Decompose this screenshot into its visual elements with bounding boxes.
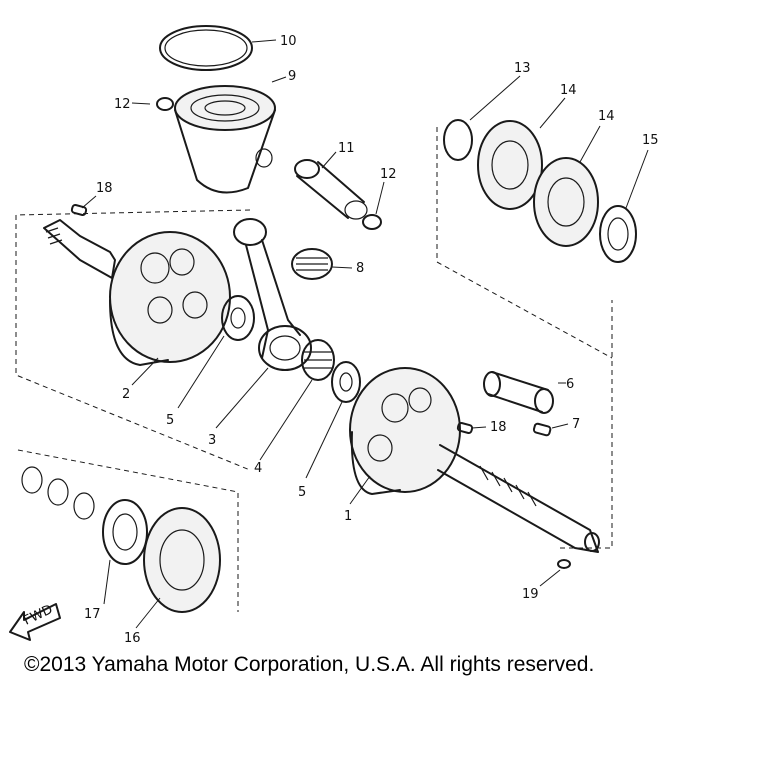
callout-9: 9 xyxy=(288,69,296,84)
thrust-washer-drawings xyxy=(221,295,361,403)
callout-16: 16 xyxy=(124,631,141,646)
callout-2: 2 xyxy=(122,387,130,402)
piston-pin-drawing xyxy=(294,159,368,220)
callout-5-right: 5 xyxy=(298,485,306,500)
right-crank-drawing xyxy=(349,367,600,553)
callout-17: 17 xyxy=(84,607,101,622)
callout-5-left: 5 xyxy=(166,413,174,428)
upper-bearing-drawings xyxy=(477,120,599,247)
piston-drawing xyxy=(174,85,276,194)
leader-lines xyxy=(81,39,649,629)
callout-18-left: 18 xyxy=(96,181,113,196)
copyright-notice: ©2013 Yamaha Motor Corporation, U.S.A. A… xyxy=(24,653,595,676)
callout-7: 7 xyxy=(572,417,580,432)
callout-1: 1 xyxy=(344,509,352,524)
callout-labels: 10 9 12 11 12 8 18 2 5 3 4 5 1 6 7 18 13… xyxy=(84,34,659,646)
callout-18-right: 18 xyxy=(490,420,507,435)
group-outlines xyxy=(15,127,613,612)
callout-12-right: 12 xyxy=(380,167,397,182)
spacer-sleeve-drawing xyxy=(483,371,554,414)
callout-14-right: 14 xyxy=(598,109,615,124)
callout-6: 6 xyxy=(566,377,574,392)
callout-15: 15 xyxy=(642,133,659,148)
small-end-bearing-drawing xyxy=(291,248,333,280)
callout-11: 11 xyxy=(338,141,355,156)
callout-13: 13 xyxy=(514,61,531,76)
callout-14-left: 14 xyxy=(560,83,577,98)
callout-10: 10 xyxy=(280,34,297,49)
upper-oil-seal-drawing xyxy=(599,205,637,263)
circlip-drawings xyxy=(156,97,382,230)
callout-12-left: 12 xyxy=(114,97,131,112)
lower-bearing-drawing xyxy=(143,507,221,613)
callout-19: 19 xyxy=(522,587,539,602)
forward-arrow-icon: FWD xyxy=(9,602,61,641)
lower-exploded-rings xyxy=(21,466,95,520)
piston-ring-drawing xyxy=(159,25,253,71)
key-drawings xyxy=(70,203,571,569)
left-crank-drawing xyxy=(43,219,231,366)
big-end-bearing-drawing xyxy=(301,339,335,381)
callout-4: 4 xyxy=(254,461,262,476)
shim-drawing xyxy=(443,119,473,161)
callout-3: 3 xyxy=(208,433,216,448)
callout-8: 8 xyxy=(356,261,364,276)
connecting-rod-drawing xyxy=(233,218,312,371)
lower-oil-seal-drawing xyxy=(102,499,148,565)
fwd-label: FWD xyxy=(21,602,55,628)
